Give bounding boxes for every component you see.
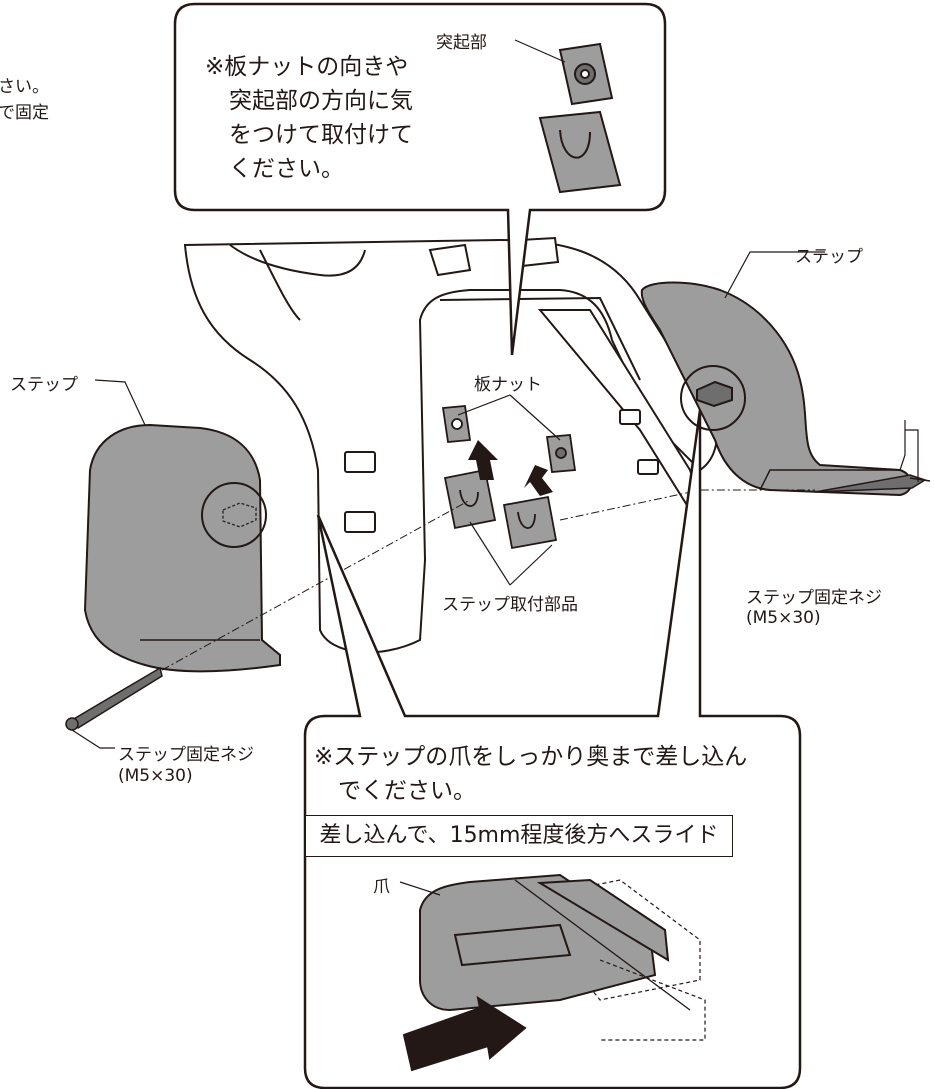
- callout-top-frame: [173, 2, 667, 356]
- callout-top-note-line: ください。: [229, 156, 344, 182]
- slide-instruction-box: 差し込んで、15mm程度後方へスライド: [305, 815, 733, 857]
- screw-right: [814, 474, 931, 493]
- cut-text-line2: で固定: [0, 103, 49, 123]
- seat-frame: [183, 236, 718, 654]
- step-right-part: [640, 281, 913, 497]
- callout-top-note-line: をつけて取付けて: [229, 122, 413, 148]
- step-left-label: ステップ: [10, 375, 78, 395]
- plate-nut-left: [441, 405, 472, 443]
- step-right-label: ステップ: [795, 247, 863, 267]
- callout-bottom-note-line: ※ステップの爪をしっかり奥まで差し込ん: [314, 744, 748, 770]
- step-mount-right: [502, 495, 558, 550]
- step-left-part: [83, 423, 281, 673]
- claw-detail: [399, 873, 706, 1072]
- step-mount-left: [443, 468, 497, 530]
- callout-top-note-line: ※板ナットの向きや: [205, 54, 409, 80]
- cut-text-line1: さい。: [0, 77, 49, 97]
- claw-label: 爪: [373, 877, 390, 897]
- callout-top-note-line: 突起部の方向に気: [229, 88, 413, 114]
- callout-bottom-note-line: でください。: [338, 778, 476, 804]
- screw-right-name: ステップ固定ネジ: [746, 588, 882, 608]
- leader-lines: [94, 251, 906, 586]
- protrusion-label: 突起部: [436, 33, 487, 53]
- callout-top-note: ※板ナットの向きや 突起部の方向に気 をつけて取付けて ください。: [205, 50, 413, 186]
- insert-arrows: [468, 440, 553, 496]
- step-mount-part-label: ステップ取付部品: [442, 595, 578, 615]
- plate-nut-right: [545, 434, 577, 473]
- plate-nut-label: 板ナット: [474, 375, 542, 395]
- alignment-lines: [161, 489, 815, 671]
- callout-bottom-note: ※ステップの爪をしっかり奥まで差し込ん でください。: [314, 740, 747, 808]
- screw-left: [65, 666, 163, 731]
- screw-left-size: (M5×30): [118, 766, 193, 786]
- screw-leaders: [71, 429, 919, 749]
- screw-left-name: ステップ固定ネジ: [118, 745, 254, 765]
- protrusion-detail: [514, 39, 622, 194]
- screw-right-size: (M5×30): [746, 608, 821, 628]
